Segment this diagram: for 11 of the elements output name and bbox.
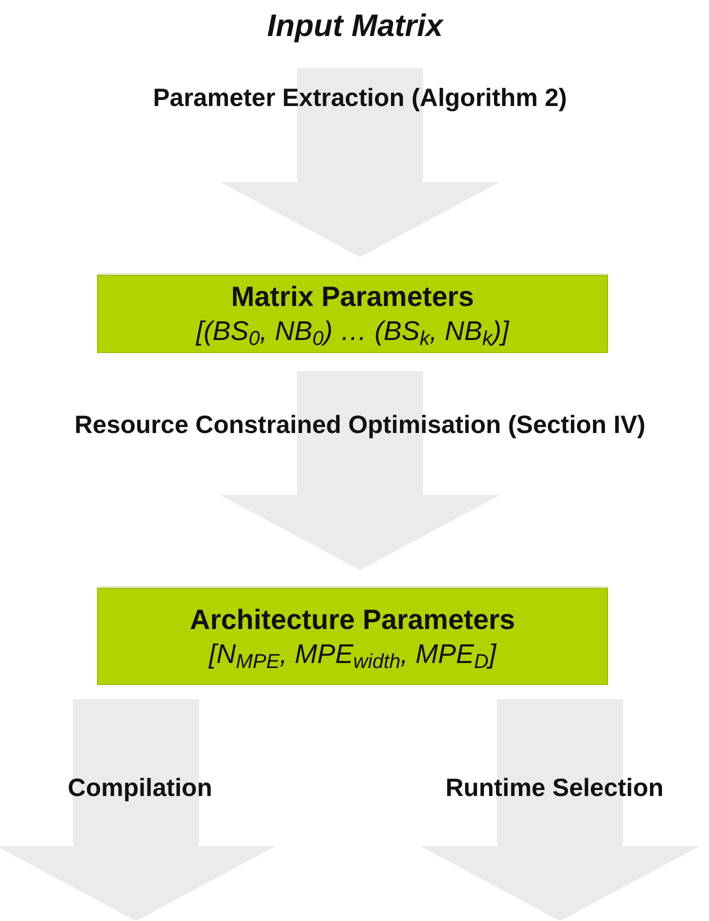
box-heading: Matrix Parameters	[231, 280, 474, 314]
box-heading: Architecture Parameters	[190, 602, 516, 636]
parameter-list: [N$_{MPE}$, MPE$_{width}$, MPE$_{D}$]	[208, 636, 496, 670]
edge-label: Resource Constrained Optimisation (Section IV)	[74, 410, 646, 441]
edge-label: Parameter Extraction (Algorithm 2)	[152, 83, 568, 114]
parameter-box	[97, 588, 608, 685]
edge-label: Runtime Selection	[444, 773, 665, 804]
parameter-list: [(BS$_{0}$, NB$_{0}$) … (BS$_{k}$, NB$_{k}$)]	[196, 314, 509, 348]
edge-label: Compilation	[66, 773, 214, 804]
parameter-box	[97, 275, 608, 353]
title-text: Input Matrix	[200, 2, 510, 50]
